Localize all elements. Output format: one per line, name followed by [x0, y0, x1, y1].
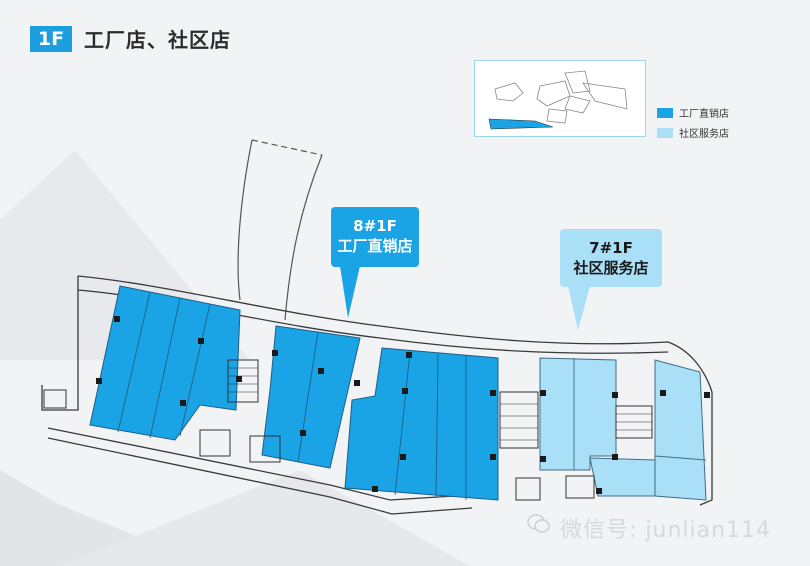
legend-swatch-factory: [657, 107, 673, 118]
factory-units: [89, 285, 499, 501]
community-units: [539, 357, 707, 501]
factory-callout: 8#1F 工厂直销店: [331, 207, 419, 267]
legend-swatch-community: [657, 127, 673, 138]
columns: [96, 316, 710, 494]
watermark: 微信号: junlian114: [560, 518, 772, 543]
key-map: [474, 60, 646, 137]
factory-callout-pointer: [340, 266, 360, 318]
legend-label-community: 社区服务店: [679, 129, 729, 140]
community-callout-label: 社区服务店: [573, 259, 649, 277]
core-areas: [43, 359, 653, 501]
community-callout: 7#1F 社区服务店: [560, 229, 662, 287]
bridge-outline: [237, 139, 323, 321]
factory-unit-dividers: [117, 291, 467, 500]
factory-callout-label: 工厂直销店: [337, 237, 413, 255]
community-callout-pointer: [568, 286, 590, 330]
factory-callout-floor: 8#1F: [353, 217, 397, 235]
page-title: 工厂店、社区店: [84, 28, 231, 52]
legend-item-community: 社区服务店: [657, 125, 729, 140]
page-header: 1F 工厂店、社区店: [30, 24, 231, 53]
community-unit-dividers: [573, 358, 707, 470]
legend-item-factory: 工厂直销店: [657, 105, 729, 120]
wechat-icon: [527, 514, 550, 533]
stair-lines: [228, 367, 652, 441]
floor-badge: 1F: [30, 25, 72, 52]
community-callout-floor: 7#1F: [589, 239, 633, 257]
legend-label-factory: 工厂直销店: [679, 109, 729, 120]
